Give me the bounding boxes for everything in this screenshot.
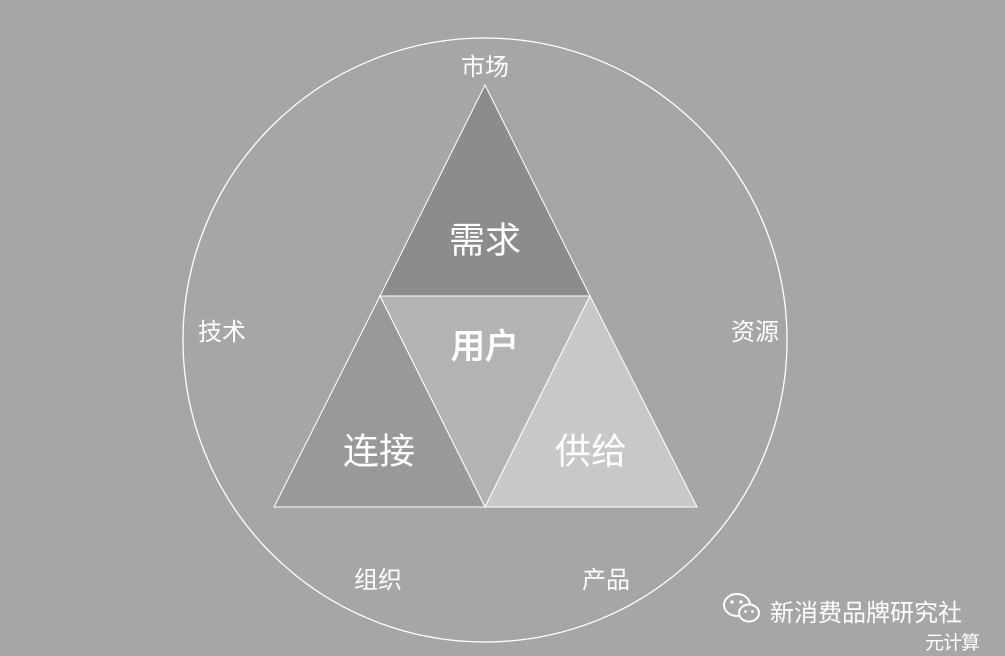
- outer-circle: [182, 37, 788, 643]
- watermark-text: 新消费品牌研究社: [770, 598, 962, 627]
- triangle-right: [484, 294, 698, 508]
- wechat-icon: [722, 591, 762, 630]
- triangle-right-label: 供给: [555, 432, 627, 473]
- label-bottom-left: 组织: [354, 566, 402, 594]
- watermark: 新消费品牌研究社: [722, 590, 962, 630]
- triangle-left: [273, 294, 486, 508]
- triangle-left-label: 连接: [343, 432, 415, 473]
- label-right: 资源: [731, 318, 779, 346]
- label-left: 技术: [198, 318, 246, 346]
- label-top: 市场: [461, 53, 509, 81]
- label-bottom-right: 产品: [582, 566, 630, 594]
- triangle-top-label: 需求: [449, 221, 521, 262]
- triangle-top: [379, 83, 591, 297]
- center-label: 用户: [451, 327, 519, 367]
- corner-stamp: 元计算: [925, 632, 980, 654]
